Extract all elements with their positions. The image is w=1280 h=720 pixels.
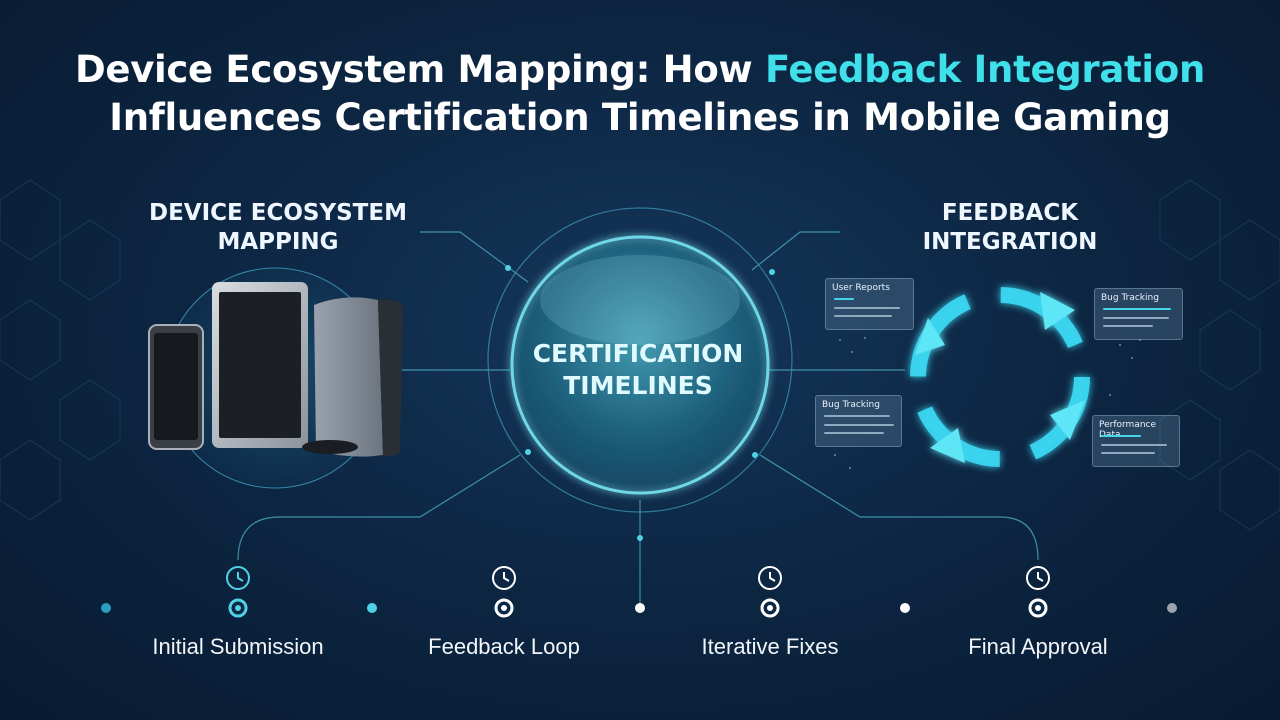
clock-icon (1026, 566, 1050, 590)
hex-network-left (0, 179, 121, 521)
card-bug-tracking-top: Bug Tracking (1094, 288, 1183, 340)
cert-label-line1: CERTIFICATION (532, 339, 744, 368)
stage-label: Final Approval (968, 634, 1108, 659)
stage-label: Iterative Fixes (701, 634, 839, 659)
card-title: Bug Tracking (1101, 293, 1159, 303)
right-label-line2: INTEGRATION (922, 229, 1098, 255)
title-accent: Feedback Integration (764, 48, 1205, 91)
stage-label: Feedback Loop (428, 634, 580, 659)
page-title-line1: Device Ecosystem Mapping: How Feedback I… (0, 48, 1280, 91)
card-bug-tracking-left: Bug Tracking (815, 395, 902, 447)
left-label-line1: DEVICE ECOSYSTEM (149, 200, 407, 226)
hex-network-right (1159, 179, 1280, 531)
left-label-line2: MAPPING (217, 229, 339, 255)
card-title: Bug Tracking (822, 400, 880, 410)
card-user-reports: User Reports (825, 278, 914, 330)
clock-icon (492, 566, 516, 590)
certification-label: CERTIFICATION TIMELINES (512, 338, 764, 402)
clock-icon (226, 566, 250, 590)
right-section-label: FEEDBACK INTEGRATION (870, 199, 1150, 257)
card-title: Performance Data (1099, 420, 1157, 440)
certification-core (510, 235, 770, 495)
console-icon (302, 297, 403, 457)
smartphone-icon (148, 324, 204, 450)
title-prefix: Device Ecosystem Mapping: How (75, 48, 765, 91)
timeline (101, 598, 1177, 618)
timeline-dot (1167, 603, 1177, 613)
tablet-icon (212, 282, 308, 448)
clock-icon (758, 566, 782, 590)
left-section-label: DEVICE ECOSYSTEM MAPPING (128, 199, 428, 257)
right-label-line1: FEEDBACK (941, 200, 1079, 226)
timeline-dot (900, 603, 910, 613)
cert-label-line2: TIMELINES (563, 371, 713, 400)
card-performance-data: Performance Data (1092, 415, 1180, 467)
connector-lines (237, 231, 1039, 608)
outer-ring (487, 207, 793, 513)
card-title: User Reports (832, 283, 890, 293)
page-title-line2: Influences Certification Timelines in Mo… (109, 96, 1171, 139)
timeline-dot (101, 603, 111, 613)
cycle-arrows-icon (910, 287, 1090, 467)
stage-label: Initial Submission (152, 634, 324, 659)
timeline-dot (635, 603, 645, 613)
timeline-dot (367, 603, 377, 613)
